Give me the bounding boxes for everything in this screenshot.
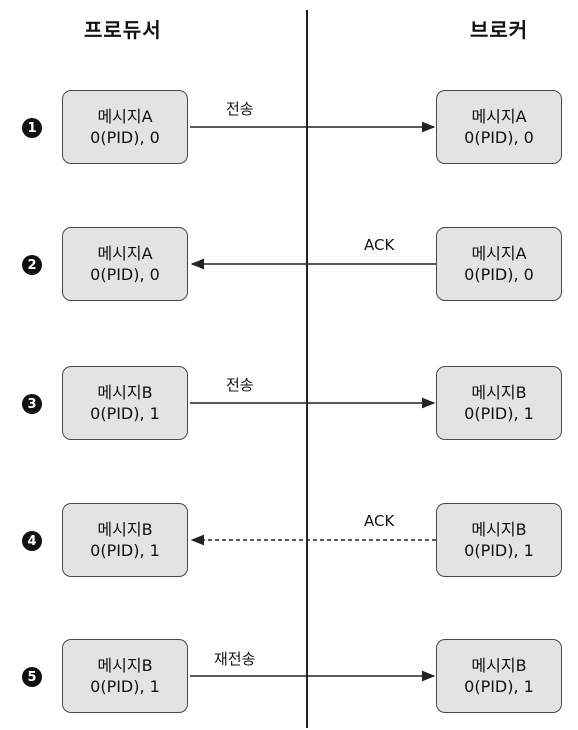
broker-message-box-5: 메시지B 0(PID), 1	[436, 639, 562, 713]
box-line-pid-seq: 0(PID), 1	[90, 677, 160, 696]
box-line-message: 메시지A	[471, 107, 527, 126]
producer-message-box-1: 메시지A 0(PID), 0	[62, 90, 188, 164]
box-line-message: 메시지B	[97, 520, 153, 539]
producer-header: 프로듀서	[84, 18, 162, 42]
step-badge-1: 1	[22, 118, 42, 138]
arrow-label-2: ACK	[364, 236, 395, 254]
box-line-pid-seq: 0(PID), 1	[464, 541, 534, 560]
producer-message-box-2: 메시지A 0(PID), 0	[62, 227, 188, 301]
box-line-message: 메시지B	[97, 383, 153, 402]
box-line-pid-seq: 0(PID), 0	[464, 265, 534, 284]
box-line-message: 메시지A	[97, 107, 153, 126]
broker-header: 브로커	[470, 18, 529, 42]
broker-message-box-4: 메시지B 0(PID), 1	[436, 503, 562, 577]
arrow-label-4: ACK	[364, 512, 395, 530]
step-badge-2: 2	[22, 255, 42, 275]
producer-message-box-4: 메시지B 0(PID), 1	[62, 503, 188, 577]
box-line-pid-seq: 0(PID), 1	[90, 404, 160, 423]
step-badge-5: 5	[22, 667, 42, 687]
broker-message-box-1: 메시지A 0(PID), 0	[436, 90, 562, 164]
box-line-message: 메시지B	[471, 520, 527, 539]
box-line-pid-seq: 0(PID), 1	[90, 541, 160, 560]
broker-message-box-2: 메시지A 0(PID), 0	[436, 227, 562, 301]
producer-message-box-3: 메시지B 0(PID), 1	[62, 366, 188, 440]
step-badge-3: 3	[22, 394, 42, 414]
box-line-message: 메시지B	[471, 383, 527, 402]
step-badge-4: 4	[22, 531, 42, 551]
box-line-pid-seq: 0(PID), 1	[464, 677, 534, 696]
arrow-label-1: 전송	[226, 100, 254, 118]
arrow-label-5: 재전송	[214, 650, 256, 668]
broker-message-box-3: 메시지B 0(PID), 1	[436, 366, 562, 440]
box-line-pid-seq: 0(PID), 0	[90, 128, 160, 147]
box-line-message: 메시지B	[97, 656, 153, 675]
box-line-message: 메시지B	[471, 656, 527, 675]
arrow-label-3: 전송	[226, 376, 254, 394]
box-line-pid-seq: 0(PID), 1	[464, 404, 534, 423]
box-line-pid-seq: 0(PID), 0	[464, 128, 534, 147]
box-line-pid-seq: 0(PID), 0	[90, 265, 160, 284]
producer-message-box-5: 메시지B 0(PID), 1	[62, 639, 188, 713]
box-line-message: 메시지A	[471, 244, 527, 263]
box-line-message: 메시지A	[97, 244, 153, 263]
divider-line	[306, 10, 308, 728]
